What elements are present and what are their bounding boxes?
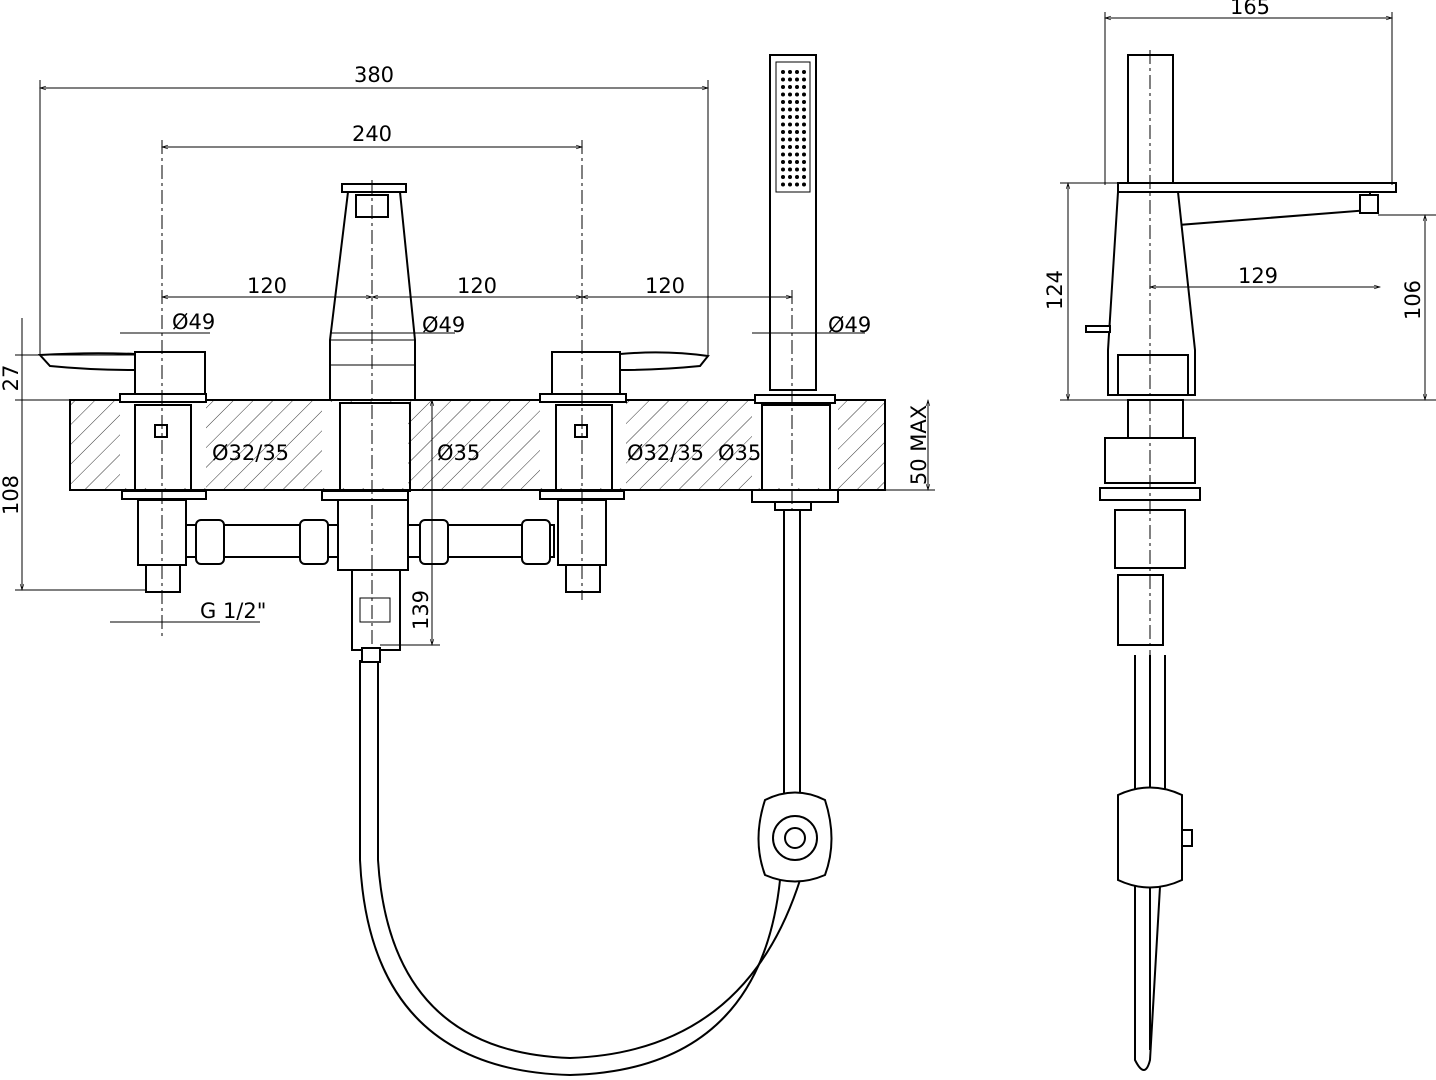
spray-nozzle-dot xyxy=(788,70,792,74)
spray-nozzle-dot xyxy=(781,130,785,134)
dim-handle-height: 27 xyxy=(0,365,23,392)
spray-nozzle-dot xyxy=(802,77,806,82)
dim-spout-reach: 129 xyxy=(1238,264,1278,288)
dim-diverter-depth: 139 xyxy=(409,590,433,630)
right-valve xyxy=(539,140,710,600)
dim-dia-spout: Ø49 xyxy=(422,313,465,337)
spray-nozzle-dot xyxy=(802,167,806,172)
dimension-lines xyxy=(15,12,1436,647)
hand-shower xyxy=(751,54,839,511)
spray-nozzle-dot xyxy=(795,182,799,187)
spray-nozzle-dot xyxy=(802,130,806,134)
spray-nozzle-dot xyxy=(795,92,799,97)
spray-nozzle-dot xyxy=(802,107,806,112)
side-view xyxy=(1085,50,1397,1071)
dim-spacing-2: 120 xyxy=(457,274,497,298)
spray-nozzle-dot xyxy=(781,152,785,157)
dim-dia-left: Ø49 xyxy=(172,310,215,334)
spray-nozzle-dot xyxy=(781,92,785,97)
spray-nozzle-dot xyxy=(781,122,785,127)
dim-hole-right: Ø32/35 xyxy=(627,441,704,465)
spray-nozzle-dot xyxy=(802,145,806,149)
dim-below-deck: 108 xyxy=(0,475,23,515)
dim-side-height: 124 xyxy=(1043,270,1067,310)
spray-nozzle-dot xyxy=(802,70,806,74)
spray-nozzle-dot xyxy=(802,175,806,179)
spray-nozzle-dot xyxy=(788,175,792,179)
spray-nozzle-dot xyxy=(788,115,792,119)
spray-nozzle-dot xyxy=(795,100,799,104)
spray-nozzle-dot xyxy=(802,100,806,104)
dim-hole-shower: Ø35 xyxy=(718,441,761,465)
spray-nozzle-dot xyxy=(795,167,799,172)
dim-connection: G 1/2" xyxy=(200,599,266,623)
shower-hose xyxy=(359,510,833,1077)
spray-nozzle-dot xyxy=(788,85,792,89)
spray-nozzle-dot xyxy=(788,167,792,172)
dim-hole-left: Ø32/35 xyxy=(212,441,289,465)
left-valve xyxy=(37,140,207,640)
spray-nozzle-dot xyxy=(795,77,799,82)
spray-nozzle-dot xyxy=(795,130,799,134)
dim-overall-width: 380 xyxy=(354,63,394,87)
spray-nozzle-dot xyxy=(802,137,806,142)
spray-nozzle-dot xyxy=(781,160,785,164)
dim-spout-height: 106 xyxy=(1401,280,1425,320)
spray-nozzle-dot xyxy=(802,85,806,89)
spray-nozzle-dot xyxy=(781,107,785,112)
dim-dia-shower: Ø49 xyxy=(828,313,871,337)
dim-side-depth: 165 xyxy=(1230,0,1270,19)
spray-nozzle-dot xyxy=(795,160,799,164)
spray-nozzle-dot xyxy=(788,152,792,157)
spray-nozzle-dot xyxy=(781,137,785,142)
spray-nozzle-dot xyxy=(795,137,799,142)
spray-nozzle-dot xyxy=(795,107,799,112)
spray-nozzle-dot xyxy=(795,70,799,74)
spray-nozzle-dot xyxy=(788,77,792,82)
dim-spacing-3: 120 xyxy=(645,274,685,298)
spray-nozzle-dot xyxy=(795,175,799,179)
spray-nozzle-dot xyxy=(781,115,785,119)
spray-nozzle-dot xyxy=(781,175,785,179)
spray-nozzle-dot xyxy=(802,182,806,187)
spray-nozzle-dot xyxy=(795,115,799,119)
spray-nozzle-dot xyxy=(788,145,792,149)
spray-nozzle-dot xyxy=(781,85,785,89)
spray-nozzle-dot xyxy=(802,115,806,119)
spray-nozzle-dot xyxy=(788,100,792,104)
dim-spacing-1: 120 xyxy=(247,274,287,298)
spray-nozzle-dot xyxy=(788,160,792,164)
spray-nozzle-dot xyxy=(788,182,792,187)
spray-nozzle-dot xyxy=(781,77,785,82)
dim-deck-thickness: 50 MAX xyxy=(907,405,931,485)
spray-nozzle-dot xyxy=(795,152,799,157)
spray-nozzle-dot xyxy=(795,145,799,149)
spray-nozzle-dot xyxy=(802,152,806,157)
spray-nozzle-dot xyxy=(788,137,792,142)
spray-nozzle-dot xyxy=(802,122,806,127)
spray-nozzle-dot xyxy=(781,145,785,149)
spray-nozzle-dot xyxy=(788,130,792,134)
spray-nozzle-dot xyxy=(795,85,799,89)
spray-nozzle-dot xyxy=(802,160,806,164)
spray-nozzle-dot xyxy=(781,167,785,172)
center-spout xyxy=(321,180,416,660)
spray-nozzle-dot xyxy=(802,92,806,97)
spray-nozzle-dot xyxy=(788,107,792,112)
spray-nozzle-dot xyxy=(795,122,799,127)
dim-valve-spacing: 240 xyxy=(352,122,392,146)
spray-nozzle-dot xyxy=(788,122,792,127)
spray-nozzle-dot xyxy=(781,70,785,74)
spray-nozzle-dot xyxy=(781,100,785,104)
dim-hole-spout: Ø35 xyxy=(437,441,480,465)
spray-nozzle-dot xyxy=(788,92,792,97)
spray-nozzle-dot xyxy=(781,182,785,187)
